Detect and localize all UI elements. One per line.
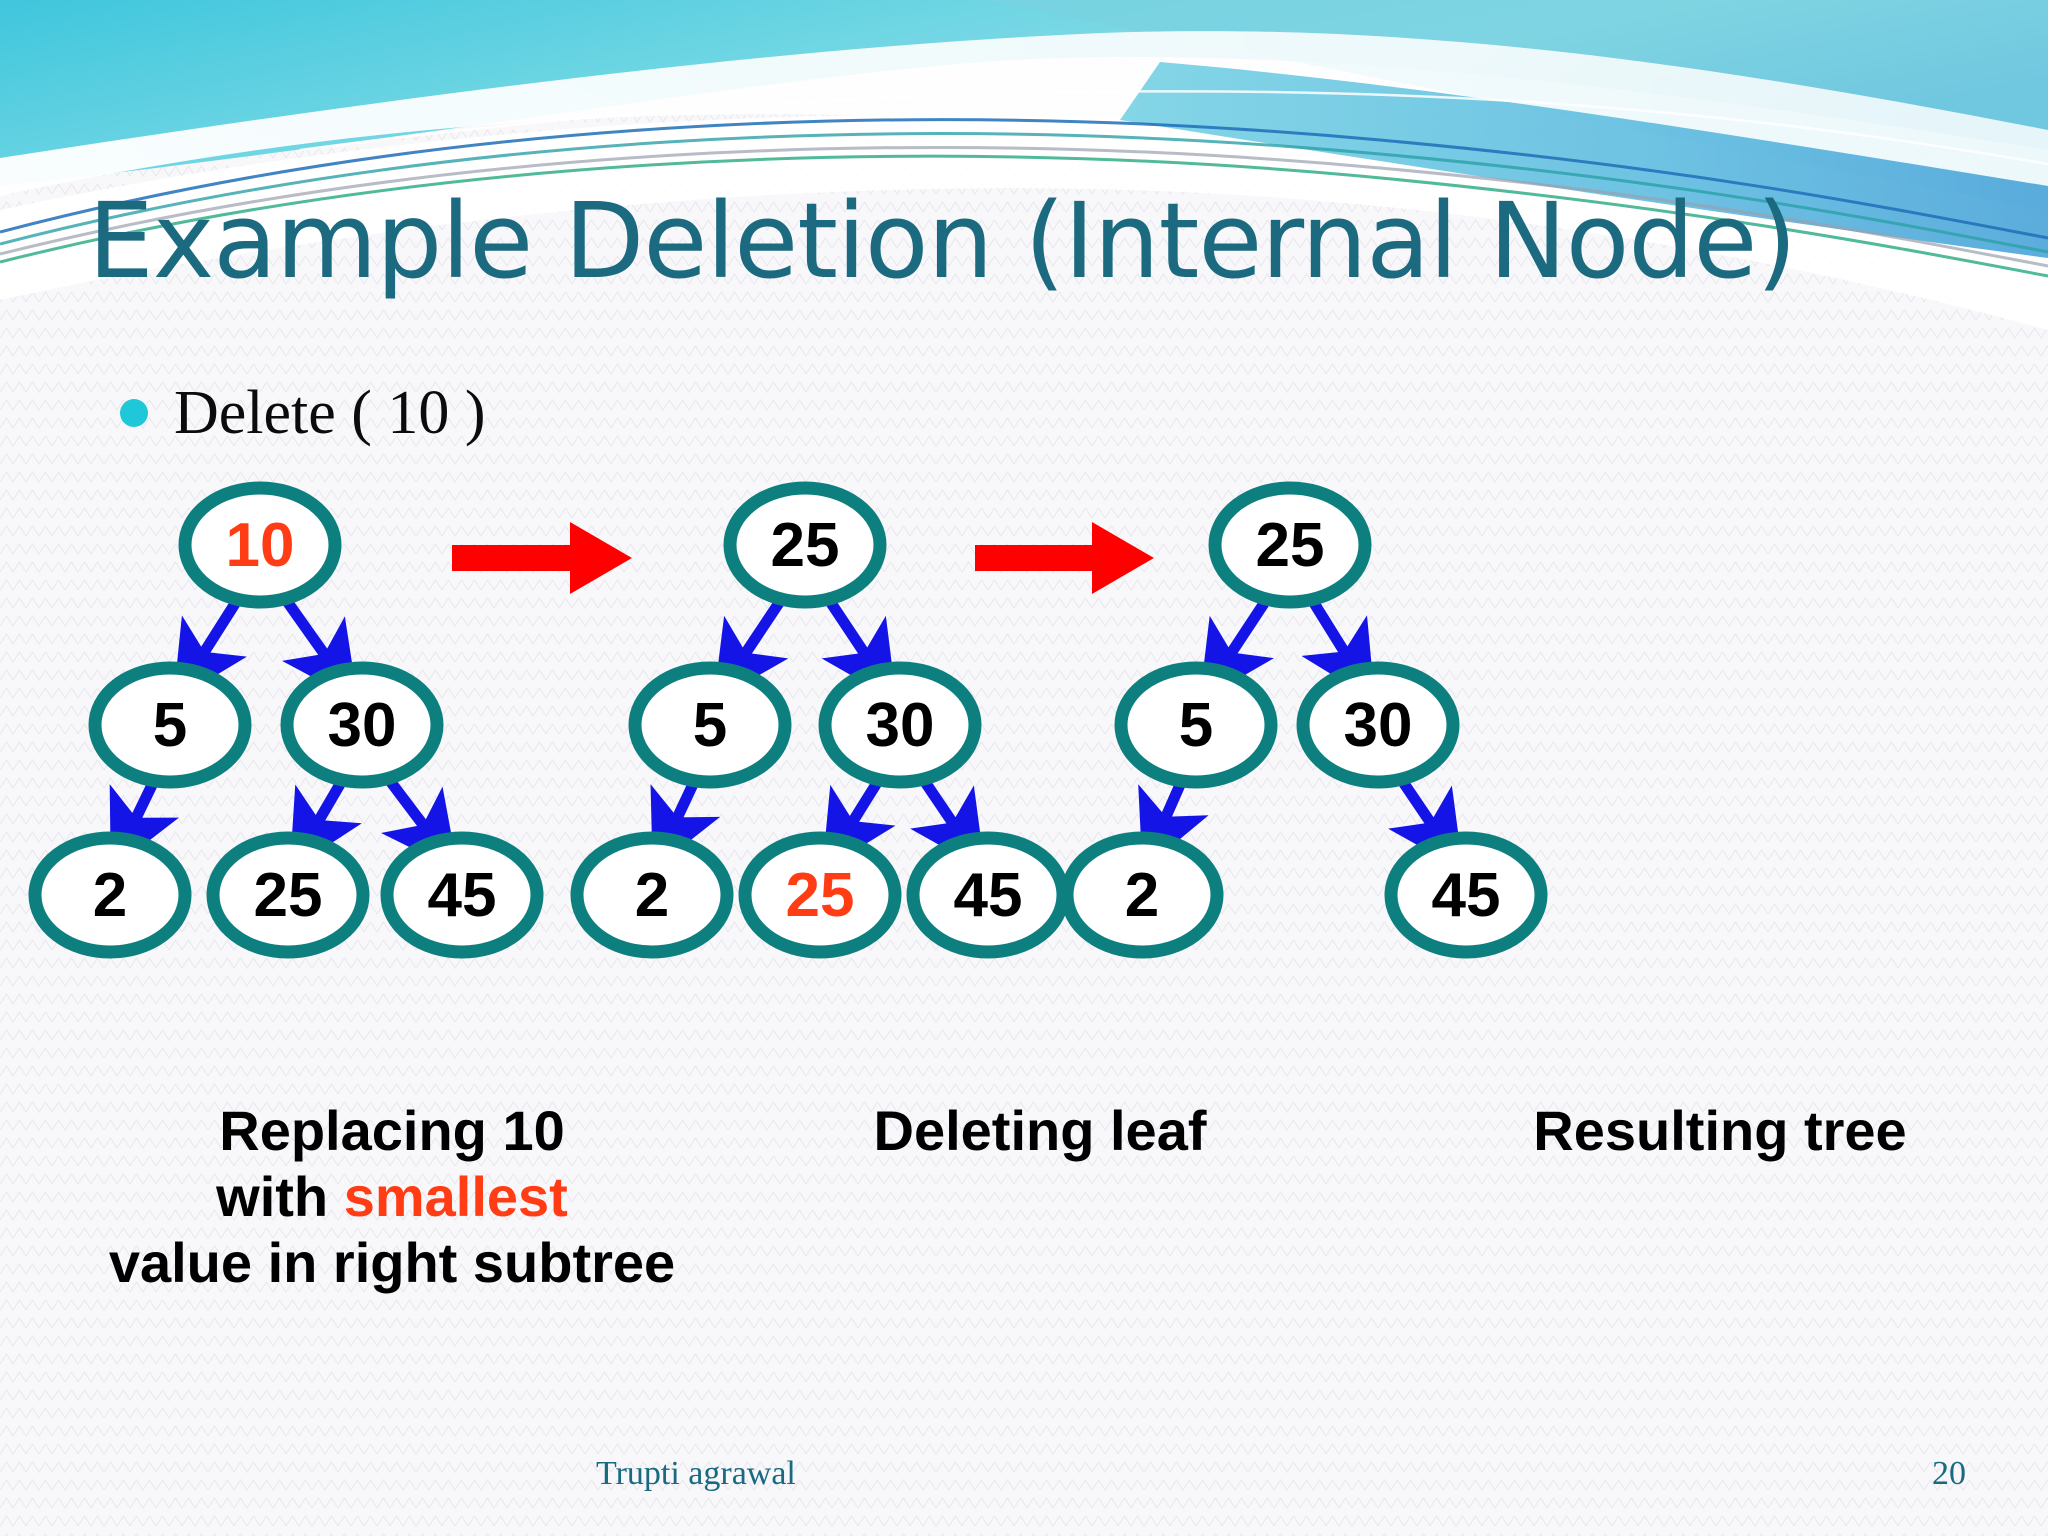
node-ellipse bbox=[1114, 661, 1278, 789]
tree-node: 45 bbox=[906, 831, 1070, 959]
tree-edge-arrow bbox=[1199, 593, 1274, 702]
tree-edge-arrow bbox=[910, 773, 986, 871]
caption-replacing: Replacing 10 with smallest value in righ… bbox=[92, 1098, 692, 1296]
tree-edge-arrow bbox=[173, 594, 247, 702]
tree-node: 30 bbox=[1296, 661, 1460, 789]
node-label: 2 bbox=[1125, 861, 1159, 930]
bullet-dot-icon bbox=[120, 399, 148, 427]
footer-page-number: 20 bbox=[1932, 1455, 1966, 1492]
node-ellipse bbox=[1296, 661, 1460, 789]
caption-line-2a: with bbox=[216, 1165, 344, 1229]
node-ellipse bbox=[628, 661, 792, 789]
node-label: 45 bbox=[954, 861, 1023, 930]
tree-node: 30 bbox=[280, 661, 444, 789]
node-label: 25 bbox=[786, 861, 855, 930]
tree-node: 5 bbox=[88, 661, 252, 789]
node-ellipse bbox=[28, 831, 192, 959]
node-ellipse bbox=[723, 481, 887, 609]
bullet-text: Delete ( 10 ) bbox=[174, 379, 486, 447]
tree-node: 10 bbox=[178, 481, 342, 609]
tree-edge-arrow bbox=[381, 771, 459, 872]
caption-line-1: Replacing 10 bbox=[219, 1099, 565, 1162]
tree-edge-arrow bbox=[1388, 773, 1464, 871]
caption-highlight-smallest: smallest bbox=[343, 1165, 568, 1229]
tree-edge-arrow bbox=[821, 593, 897, 702]
tree-edge-arrow bbox=[289, 775, 362, 871]
node-label: 5 bbox=[693, 691, 727, 760]
node-label: 25 bbox=[771, 511, 840, 580]
tree-node: 5 bbox=[1114, 661, 1278, 789]
tree-edges-layer bbox=[109, 592, 1464, 872]
tree-node: 2 bbox=[28, 831, 192, 959]
tree-node: 45 bbox=[1384, 831, 1548, 959]
node-label: 5 bbox=[153, 691, 187, 760]
node-ellipse bbox=[206, 831, 370, 959]
tree-edge-arrow bbox=[278, 592, 358, 702]
tree-edge-arrow bbox=[1301, 594, 1375, 702]
tree-edge-arrow bbox=[1138, 778, 1209, 871]
transition-arrow-icon bbox=[975, 522, 1154, 594]
tree-node: 2 bbox=[1060, 831, 1224, 959]
tree-edge-arrow bbox=[713, 593, 789, 702]
tree-node: 25 bbox=[723, 481, 887, 609]
node-label: 30 bbox=[866, 691, 935, 760]
tree-node: 45 bbox=[380, 831, 544, 959]
node-ellipse bbox=[570, 831, 734, 959]
tree-node: 5 bbox=[628, 661, 792, 789]
node-ellipse bbox=[1384, 831, 1548, 959]
node-ellipse bbox=[88, 661, 252, 789]
node-label: 45 bbox=[428, 861, 497, 930]
page-title: Example Deletion (Internal Node) bbox=[88, 180, 1797, 302]
node-ellipse bbox=[380, 831, 544, 959]
footer-author: Trupti agrawal bbox=[596, 1455, 796, 1492]
node-label: 30 bbox=[328, 691, 397, 760]
node-label: 25 bbox=[1256, 511, 1325, 580]
node-label: 45 bbox=[1432, 861, 1501, 930]
caption-resulting-tree: Resulting tree bbox=[1533, 1099, 1907, 1162]
node-ellipse bbox=[280, 661, 444, 789]
node-ellipse bbox=[1208, 481, 1372, 609]
tree-node: 25 bbox=[1208, 481, 1372, 609]
node-ellipse bbox=[1060, 831, 1224, 959]
transition-arrow-icon bbox=[452, 522, 632, 594]
node-label: 2 bbox=[635, 861, 669, 930]
tree-edge-arrow bbox=[109, 777, 179, 871]
tree-node: 25 bbox=[738, 831, 902, 959]
caption-line-3: value in right subtree bbox=[108, 1231, 676, 1295]
bullet-row: Delete ( 10 ) bbox=[120, 382, 486, 444]
tree-edge-arrow bbox=[650, 777, 721, 871]
node-label: 30 bbox=[1344, 691, 1413, 760]
node-ellipse bbox=[178, 481, 342, 609]
node-ellipse bbox=[818, 661, 982, 789]
tree-node: 2 bbox=[570, 831, 734, 959]
node-label: 5 bbox=[1179, 691, 1213, 760]
tree-node: 30 bbox=[818, 661, 982, 789]
tree-node: 25 bbox=[206, 831, 370, 959]
caption-deleting-leaf: Deleting leaf bbox=[873, 1099, 1207, 1162]
node-label: 25 bbox=[254, 861, 323, 930]
bst-deletion-diagram: 10 5 30 2 25 45 25 5 30 2 25 45 25 5 30 2 45 bbox=[28, 481, 1548, 959]
node-label: 2 bbox=[93, 861, 127, 930]
node-label: 10 bbox=[226, 511, 295, 580]
tree-nodes-layer: 10 5 30 2 25 45 25 5 30 2 25 45 25 5 30 2 45 bbox=[28, 481, 1548, 959]
node-ellipse bbox=[738, 831, 902, 959]
step-arrows-layer bbox=[452, 522, 1154, 594]
tree-edge-arrow bbox=[822, 774, 896, 871]
